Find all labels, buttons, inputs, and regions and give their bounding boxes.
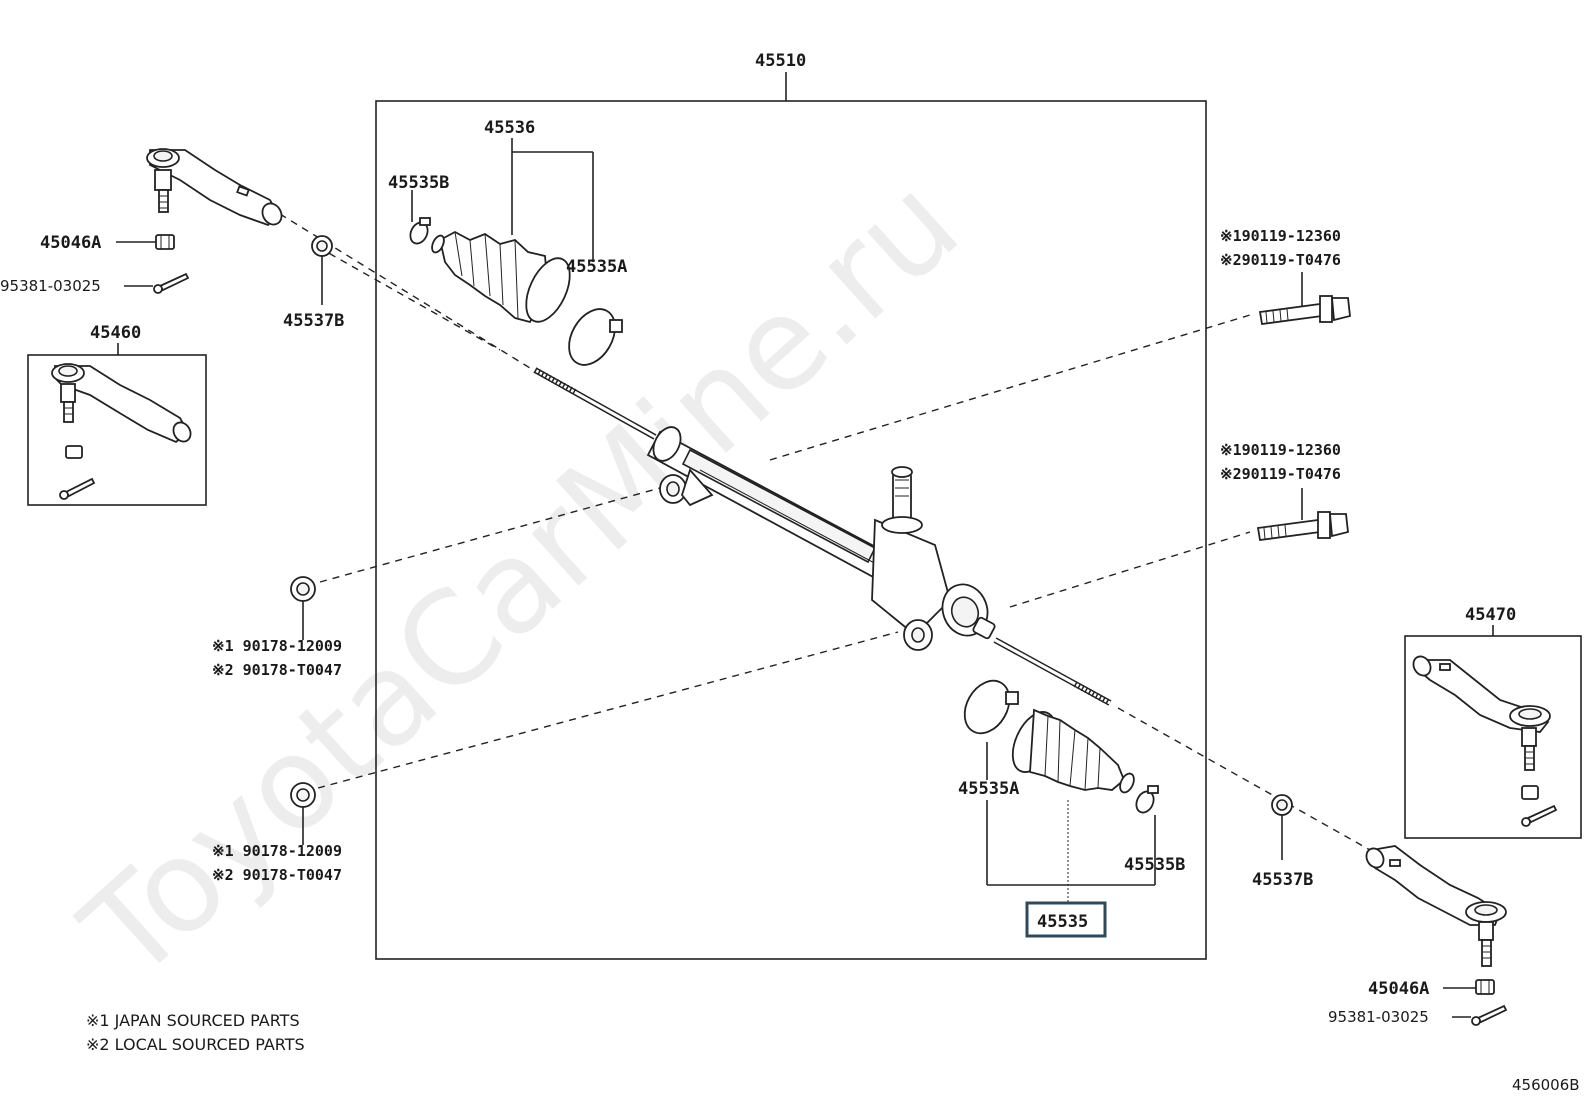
callout-45535[interactable]: 45535 [1037,912,1088,932]
callout-bolt-lower-2[interactable]: ※290119-T0476 [1220,465,1341,483]
callout-45536[interactable]: 45536 [484,118,535,138]
callout-bolt-upper-2[interactable]: ※290119-T0476 [1220,251,1341,269]
callout-45046A-left[interactable]: 45046A [40,233,101,253]
callout-95381-03025-right[interactable]: 95381-03025 [1328,1008,1429,1026]
callout-45510[interactable]: 45510 [755,51,806,71]
bolt-upper[interactable] [1258,295,1351,326]
callout-nut-upper-1[interactable]: ※1 90178-12009 [212,637,342,655]
callout-45535A-left[interactable]: 45535A [566,257,627,277]
callout-45046A-right[interactable]: 45046A [1368,979,1429,999]
boot-clamp-small-right[interactable] [1133,785,1159,815]
tie-rod-end-left[interactable] [146,148,285,228]
callout-45537B-left[interactable]: 45537B [283,311,344,331]
boot-clamp-band-left[interactable] [560,301,625,373]
callout-45535A-right[interactable]: 45535A [958,779,1019,799]
tie-rod-end-nut-right[interactable] [1475,979,1495,995]
steering-boot-left[interactable] [430,230,579,328]
callout-nut-lower-1[interactable]: ※1 90178-12009 [212,842,342,860]
callout-45535B-left[interactable]: 45535B [388,173,449,193]
cotter-pin-left[interactable] [153,272,190,294]
end-sub-assy-right[interactable] [1410,653,1558,827]
gear-assembly-frame [375,100,1207,960]
callout-45537B-right[interactable]: 45537B [1252,870,1313,890]
callout-nut-lower-2[interactable]: ※2 90178-T0047 [212,866,342,884]
boot-clamp-small-left[interactable] [407,217,431,246]
callout-45535B-right[interactable]: 45535B [1124,855,1185,875]
end-sub-assy-left[interactable] [51,363,194,500]
note-local-sourced: ※2 LOCAL SOURCED PARTS [86,1035,305,1054]
steering-boot-right[interactable] [1004,705,1137,794]
highlight-box-45535[interactable] [1025,901,1107,938]
lock-nut-right[interactable] [1271,794,1293,816]
nut-upper[interactable] [290,576,316,602]
callout-45460[interactable]: 45460 [90,323,141,343]
end-sub-assy-left-frame [27,354,207,506]
callout-bolt-upper-1[interactable]: ※190119-12360 [1220,227,1341,245]
callout-45470[interactable]: 45470 [1465,605,1516,625]
nut-lower[interactable] [290,782,316,808]
diagram-code: 456006B [1512,1076,1580,1094]
tie-rod-end-nut-left[interactable] [155,234,175,250]
boot-clamp-band-right[interactable] [956,673,1019,741]
callout-95381-03025-left[interactable]: 95381-03025 [0,277,101,295]
callout-bolt-lower-1[interactable]: ※190119-12360 [1220,441,1341,459]
note-japan-sourced: ※1 JAPAN SOURCED PARTS [86,1011,300,1030]
tie-rod-end-right[interactable] [1363,845,1507,967]
lock-nut-left[interactable] [311,235,333,257]
bolt-lower[interactable] [1256,511,1349,542]
steering-rack[interactable] [533,367,1112,706]
callout-nut-upper-2[interactable]: ※2 90178-T0047 [212,661,342,679]
cotter-pin-right[interactable] [1471,1004,1508,1026]
